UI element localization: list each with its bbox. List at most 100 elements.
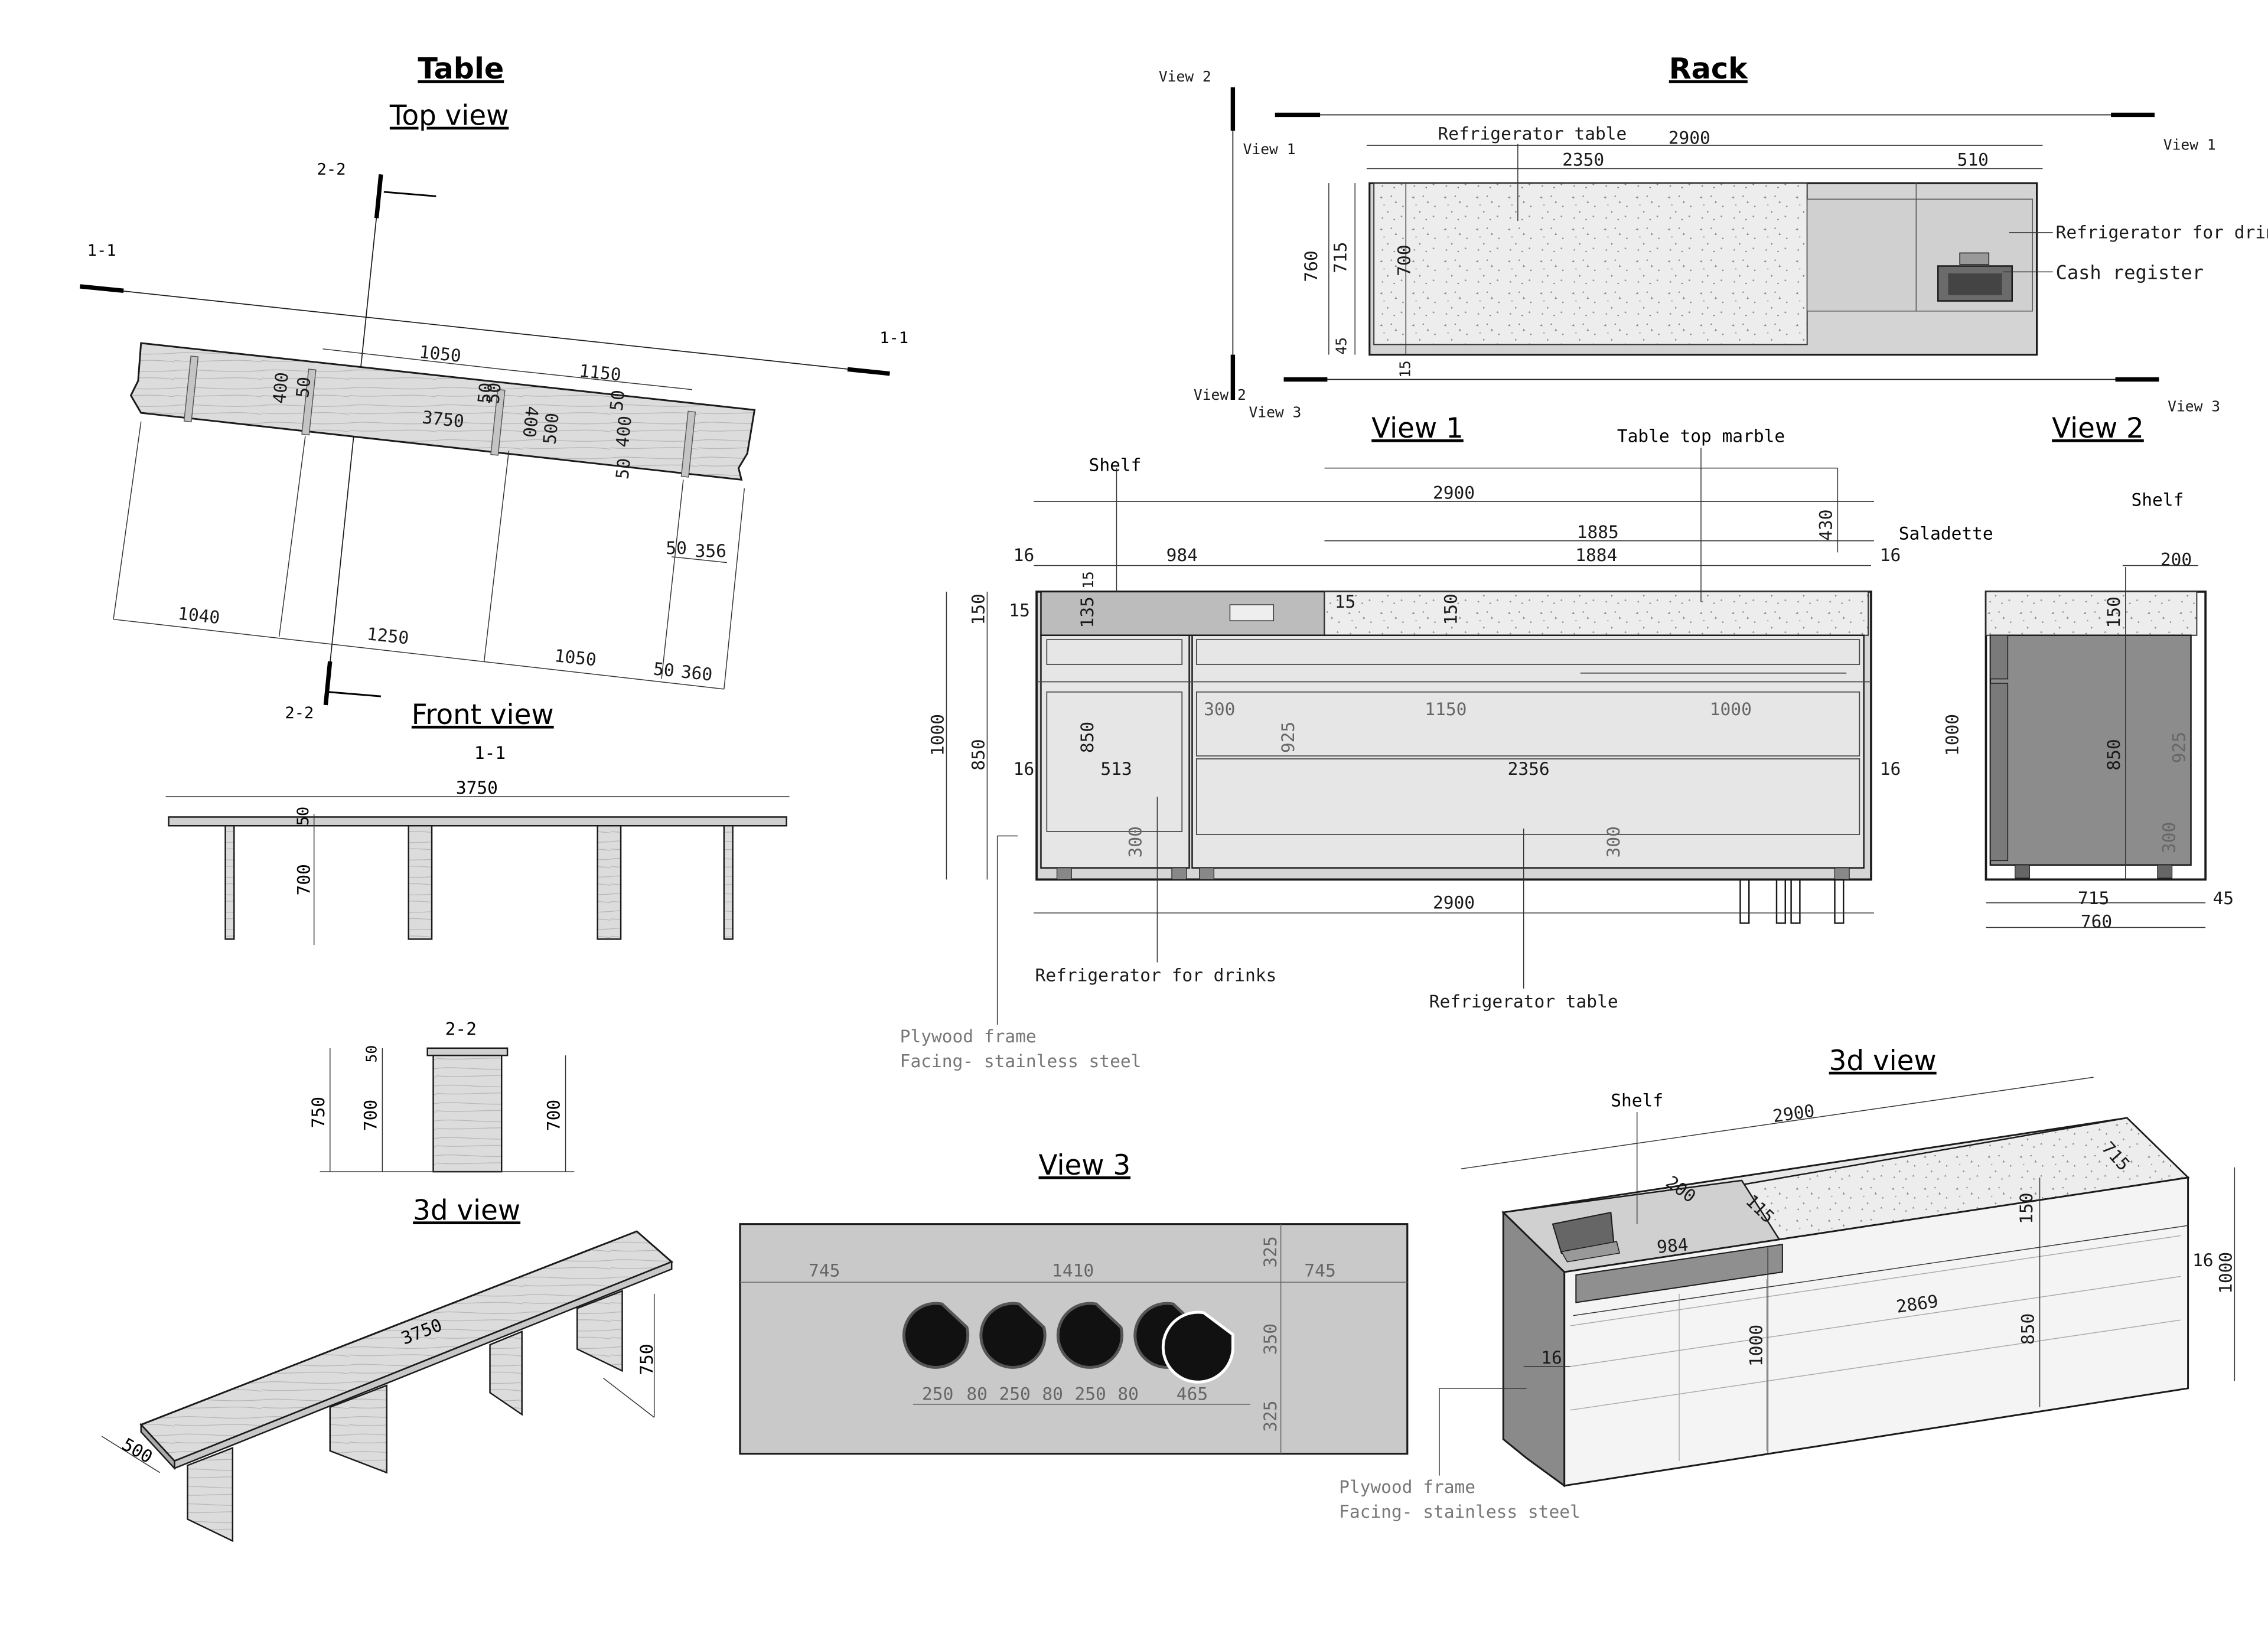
svg-text:2900: 2900 (1669, 128, 1710, 148)
svg-text:400: 400 (612, 415, 636, 448)
section-label: 2-2 (285, 704, 314, 722)
rack-3d-view: 3d view Shelf (1339, 1045, 2236, 1522)
rack-section: Rack View 2 View 1 View 1 View 2 View 3 … (739, 51, 2268, 1522)
table-front-view: Front view 1-1 3750 50 700 (165, 699, 790, 945)
svg-text:15: 15 (1080, 571, 1097, 589)
svg-text:400: 400 (269, 371, 292, 405)
view-marker: View 3 (2168, 398, 2220, 415)
view1-title: View 1 (1371, 413, 1464, 445)
svg-text:1884: 1884 (1575, 545, 1617, 565)
label-facing: Facing- stainless steel (900, 1051, 1142, 1071)
shelf (1040, 591, 1325, 636)
section-label: 2-2 (317, 160, 346, 178)
svg-text:850: 850 (1077, 722, 1097, 753)
section-label: 2-2 (445, 1019, 477, 1039)
table-leg (432, 1054, 503, 1173)
svg-text:45: 45 (2212, 888, 2234, 908)
svg-text:150: 150 (1441, 594, 1461, 625)
svg-text:984: 984 (1656, 1234, 1689, 1257)
table-leg (597, 825, 622, 940)
table-section-view: 2-2 750 50 700 700 (308, 1019, 575, 1173)
table-leg (408, 825, 433, 940)
svg-text:80: 80 (1117, 1384, 1139, 1404)
view1-dims: 2900 1885 984 1884 430 16 16 15 150 135 … (928, 482, 1901, 912)
svg-text:1885: 1885 (1577, 522, 1619, 542)
svg-text:50: 50 (292, 376, 315, 399)
label-shelf: Shelf (1089, 455, 1142, 475)
label-refrigerator-drinks: Refrigerator for drinks (1035, 966, 1277, 986)
dimension: 50 (363, 1045, 380, 1063)
svg-text:760: 760 (1301, 250, 1321, 282)
view-marker: View 1 (2163, 136, 2216, 154)
dimension: 750 (637, 1344, 657, 1375)
label-shelf: Shelf (1611, 1090, 1663, 1110)
table-title: Table (418, 51, 504, 86)
section-label: 1-1 (474, 743, 506, 763)
svg-text:2900: 2900 (1433, 893, 1475, 913)
svg-text:1150: 1150 (1425, 699, 1467, 719)
svg-text:745: 745 (1304, 1260, 1335, 1280)
label-saladette: Saladette (1899, 523, 1993, 543)
table-3d-view: 3d view 3750 750 500 (101, 1195, 674, 1543)
svg-text:80: 80 (1042, 1384, 1063, 1404)
svg-text:465: 465 (1177, 1384, 1208, 1404)
sockets-icon (1229, 604, 1275, 621)
dimension: 700 (294, 864, 314, 895)
svg-text:15: 15 (1335, 592, 1356, 612)
refrigerator-table (1191, 634, 1865, 869)
svg-text:500: 500 (539, 412, 562, 445)
svg-text:50: 50 (652, 658, 675, 681)
svg-text:16: 16 (1541, 1348, 1562, 1368)
refrigerator-drinks (1040, 634, 1190, 869)
label-refrigerator-drinks: Refrigerator for drinks (2056, 223, 2268, 243)
plywood-side (1502, 1210, 1566, 1488)
svg-text:16: 16 (1880, 759, 1901, 779)
svg-text:135: 135 (1077, 596, 1097, 628)
top-view-title: Top view (389, 100, 509, 132)
section-label: 1-1 (879, 329, 908, 347)
svg-text:850: 850 (2104, 739, 2124, 770)
svg-text:1000: 1000 (928, 714, 948, 756)
dimension: 3750 (456, 778, 498, 798)
svg-text:50: 50 (483, 381, 505, 405)
rack-view1: View 1 Shelf Table top marble Saladette (900, 413, 1993, 1071)
svg-text:50: 50 (474, 381, 497, 405)
table-leg (224, 825, 235, 940)
svg-text:350: 350 (1260, 1323, 1280, 1355)
rack-plan-dims: 2900 2350 510 760 715 700 45 15 (1301, 128, 1989, 378)
svg-text:430: 430 (1816, 509, 1836, 540)
side-body (1989, 634, 2192, 866)
label-plywood: Plywood frame (900, 1026, 1037, 1046)
table-section: Table Top view 1-1 1-1 2-2 2-2 (80, 51, 908, 1543)
rack-plan: View 2 View 1 View 1 View 2 View 3 View … (1159, 68, 2268, 421)
svg-text:1040: 1040 (177, 604, 221, 628)
svg-text:984: 984 (1166, 545, 1198, 565)
svg-text:2900: 2900 (1433, 482, 1475, 503)
svg-text:250: 250 (999, 1384, 1030, 1404)
svg-text:850: 850 (2018, 1313, 2038, 1345)
view-marker: View 1 (1243, 141, 1296, 158)
svg-text:1050: 1050 (553, 645, 597, 670)
svg-text:150: 150 (2104, 596, 2124, 628)
label-table-top: Table top marble (1617, 426, 1785, 446)
svg-text:513: 513 (1100, 759, 1132, 779)
svg-text:1150: 1150 (578, 361, 622, 385)
svg-text:80: 80 (966, 1384, 988, 1404)
svg-text:300: 300 (2159, 822, 2179, 853)
svg-text:700: 700 (1394, 244, 1415, 276)
rack-3d-title: 3d view (1829, 1045, 1937, 1077)
table-top-dims: 1050 1150 400 50 50 50 3750 400 500 50 4… (177, 342, 726, 685)
svg-text:925: 925 (2169, 732, 2189, 763)
svg-text:200: 200 (2161, 550, 2192, 570)
view2-title: View 2 (2052, 413, 2144, 445)
table-board (129, 342, 756, 481)
svg-text:2350: 2350 (1562, 150, 1604, 170)
rack-view2: View 2 Shelf 200 150 1000 850 925 (1943, 413, 2234, 932)
svg-text:16: 16 (1880, 545, 1901, 565)
svg-text:50: 50 (666, 538, 687, 558)
table-top-view: Top view 1-1 1-1 2-2 2-2 (80, 100, 908, 722)
svg-text:50: 50 (607, 389, 629, 412)
svg-text:1000: 1000 (1746, 1325, 1766, 1367)
dimension: 750 (308, 1097, 328, 1128)
